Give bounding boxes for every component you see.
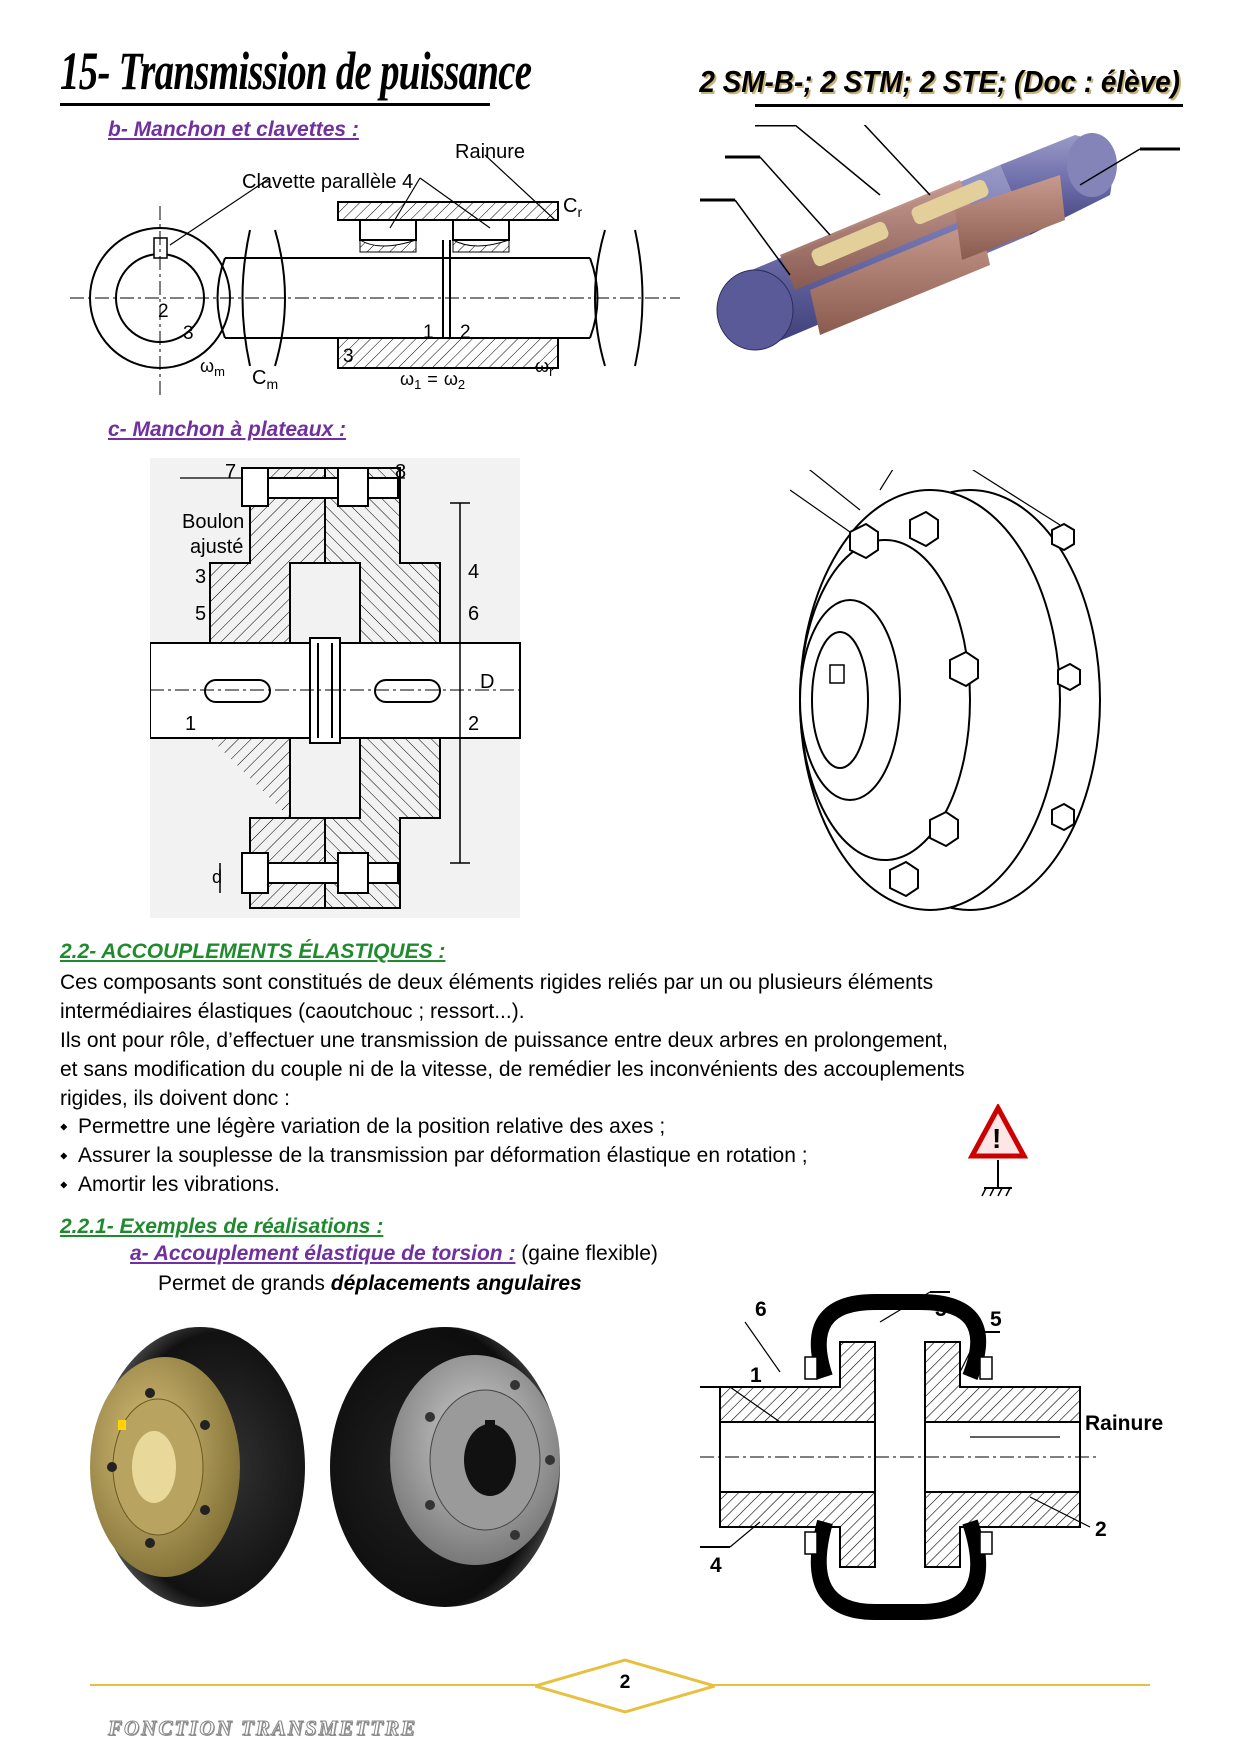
label-1-section: 1: [423, 322, 434, 343]
heading-exemples: 2.2.1- Exemples de réalisations :: [60, 1215, 384, 1238]
label-2-endview: 2: [158, 301, 169, 322]
label-6: 6: [755, 1298, 767, 1321]
label-omega-m: ωm: [200, 356, 225, 379]
paragraph-role-line-3: rigides, ils doivent donc :: [60, 1087, 290, 1110]
manchon-clavettes-diagram: 2 3 Rainure Clavette parallèle 4 Cr 1 2 …: [70, 141, 680, 395]
svg-text:!: !: [992, 1123, 1001, 1154]
label-boulon: Boulon: [182, 511, 244, 533]
label-omega-r: ωr: [535, 356, 554, 379]
paragraph-role-line-1: Ils ont pour rôle, d’effectuer une trans…: [60, 1029, 948, 1052]
label-4: 4: [710, 1554, 722, 1577]
label-7: 7: [225, 461, 236, 483]
heading-manchon-plateaux: c- Manchon à plateaux :: [108, 418, 347, 441]
label-3-section: 3: [343, 346, 354, 367]
paragraph-definition-line-1: Ces composants sont constitués de deux é…: [60, 971, 934, 994]
key-right: [452, 219, 510, 241]
label-3-endview: 3: [183, 323, 194, 344]
torsion-description: Permet de grands déplacements angulaires: [158, 1272, 582, 1295]
paragraph-definition: Ces composants sont constitués de deux é…: [60, 968, 1170, 1113]
manchon-3d-illustration: [700, 125, 1180, 351]
label-rainure: Rainure: [1085, 1412, 1163, 1435]
label-1: 1: [750, 1364, 762, 1387]
page-number-diamond: [535, 1658, 715, 1714]
page-title: 15- Transmission de puissance: [60, 41, 532, 101]
bullet-item: ⬩Assurer la souplesse de la transmission…: [60, 1141, 808, 1170]
paragraph-definition-line-2: intermédiaires élastiques (caoutchouc ; …: [60, 1000, 525, 1023]
label-5: 5: [195, 603, 206, 625]
label-clavette: Clavette parallèle 4: [242, 171, 413, 193]
heading-accouplements-elastiques: 2.2- ACCOUPLEMENTS ÉLASTIQUES :: [60, 940, 446, 963]
bullet-item: ⬩Permettre une légère variation de la po…: [60, 1112, 665, 1141]
label-ajuste: ajusté: [190, 536, 243, 558]
tyre-coupling-photo-right: [330, 1327, 560, 1607]
label-rainure: Rainure: [455, 141, 525, 163]
label-2-section: 2: [460, 322, 471, 343]
label-4: 4: [468, 561, 479, 583]
subheading-torsion: a- Accouplement élastique de torsion : (…: [130, 1242, 658, 1265]
label-dim-d: d: [212, 867, 222, 887]
label-cm: Cm: [252, 367, 278, 392]
tyre-coupling-photo-left: [90, 1327, 305, 1607]
manchon-plateaux-3d: [790, 470, 1101, 911]
label-omega-equality: ω1=ω2: [400, 369, 465, 392]
label-8: 8: [395, 461, 406, 483]
warning-icon: !: [968, 1104, 1028, 1197]
label-3: 3: [935, 1298, 947, 1321]
label-2: 2: [1095, 1518, 1107, 1541]
key-left: [359, 219, 417, 241]
title-underline: [60, 103, 490, 106]
label-2: 2: [468, 713, 479, 735]
class-levels: 2 SM-B-; 2 STM; 2 STE; (Doc : élève): [699, 64, 1180, 99]
class-levels-underline: [755, 104, 1183, 107]
torsion-coupling-section: 6 3 5 1 Rainure 2 4: [700, 1291, 1163, 1620]
bullet-symbol: ⬩: [60, 1115, 68, 1138]
paragraph-role-line-2: et sans modification du couple ni de la …: [60, 1058, 965, 1081]
sleeve-bottom-section: [337, 337, 559, 369]
manchon-plateaux-section: 7 8 Boulon ajusté 3 4 5 6 1 2 D d: [150, 458, 521, 918]
bullet-symbol: ⬩: [60, 1144, 68, 1167]
bullet-item: ⬩Amortir les vibrations.: [60, 1170, 280, 1199]
label-dim-D: D: [480, 671, 494, 693]
footer-brand: FONCTION TRANSMETTRE: [108, 1716, 417, 1741]
heading-manchon-clavettes: b- Manchon et clavettes :: [108, 118, 359, 141]
label-cr: Cr: [563, 195, 582, 220]
label-3: 3: [195, 566, 206, 588]
label-5: 5: [990, 1308, 1002, 1331]
label-1: 1: [185, 713, 196, 735]
page-number: 2: [619, 1672, 631, 1693]
label-6: 6: [468, 603, 479, 625]
sleeve-top-section: [337, 201, 559, 221]
bullet-symbol: ⬩: [60, 1173, 68, 1196]
